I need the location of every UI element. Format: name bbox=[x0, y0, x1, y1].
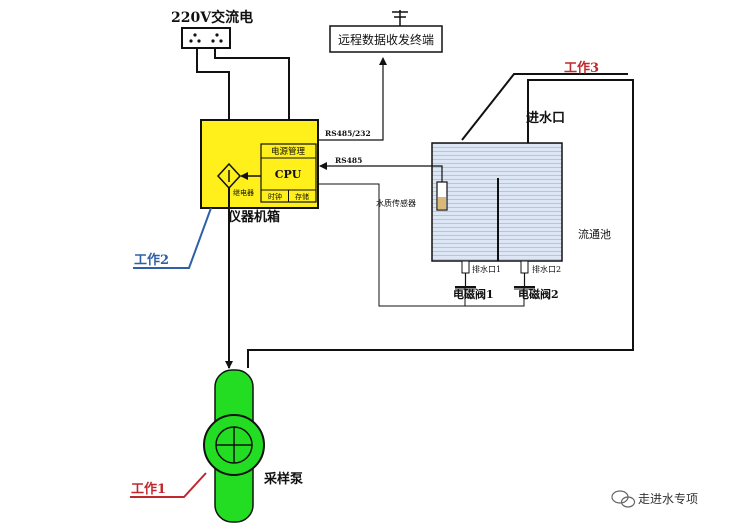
pump-label: 采样泵 bbox=[263, 471, 303, 487]
drain-1-label: 排水口1 bbox=[472, 264, 501, 274]
power-socket bbox=[181, 27, 231, 49]
valve-1-label: 电磁阀1 bbox=[453, 287, 494, 301]
rs485-label: RS485 bbox=[335, 156, 362, 165]
remote-terminal-box bbox=[329, 25, 443, 53]
work3-label: 工作3 bbox=[564, 60, 599, 76]
wechat-icon bbox=[611, 490, 636, 508]
drain-2 bbox=[514, 260, 535, 290]
drain-1 bbox=[455, 260, 476, 290]
rs485-232-label: RS485/232 bbox=[325, 129, 371, 138]
watermark-text: 走进水专项 bbox=[638, 491, 698, 506]
valve-control-wire bbox=[318, 183, 525, 307]
flow-cell-label: 流通池 bbox=[578, 227, 611, 241]
cpu-label: CPU bbox=[275, 168, 302, 181]
work2-leader bbox=[133, 207, 212, 269]
storage-label: 存储 bbox=[295, 192, 309, 201]
valve-2-label: 电磁阀2 bbox=[518, 287, 559, 301]
water-quality-sensor bbox=[436, 172, 448, 211]
relay-label: 继电器 bbox=[233, 188, 254, 197]
work1-label: 工作1 bbox=[131, 481, 166, 497]
sampling-pump bbox=[203, 369, 265, 523]
power-management-label: 电源管理 bbox=[271, 146, 306, 157]
remote-terminal-label: 远程数据收发终端 bbox=[338, 32, 434, 47]
power-label: 220V交流电 bbox=[171, 9, 253, 26]
inlet-pipe bbox=[247, 79, 634, 368]
instrument-box-label: 仪器机箱 bbox=[227, 209, 280, 225]
water-sensor-label: 水质传感器 bbox=[376, 198, 416, 208]
work2-label: 工作2 bbox=[134, 252, 169, 268]
work1-leader bbox=[130, 472, 207, 498]
clock-label: 时钟 bbox=[268, 192, 282, 201]
antenna-icon bbox=[392, 10, 408, 26]
power-wires bbox=[196, 48, 293, 150]
inlet-label: 进水口 bbox=[526, 110, 565, 126]
drain-2-label: 排水口2 bbox=[532, 264, 561, 274]
rs485-link bbox=[319, 162, 443, 172]
rs485-232-link bbox=[318, 57, 387, 141]
work3-leader bbox=[461, 73, 628, 141]
